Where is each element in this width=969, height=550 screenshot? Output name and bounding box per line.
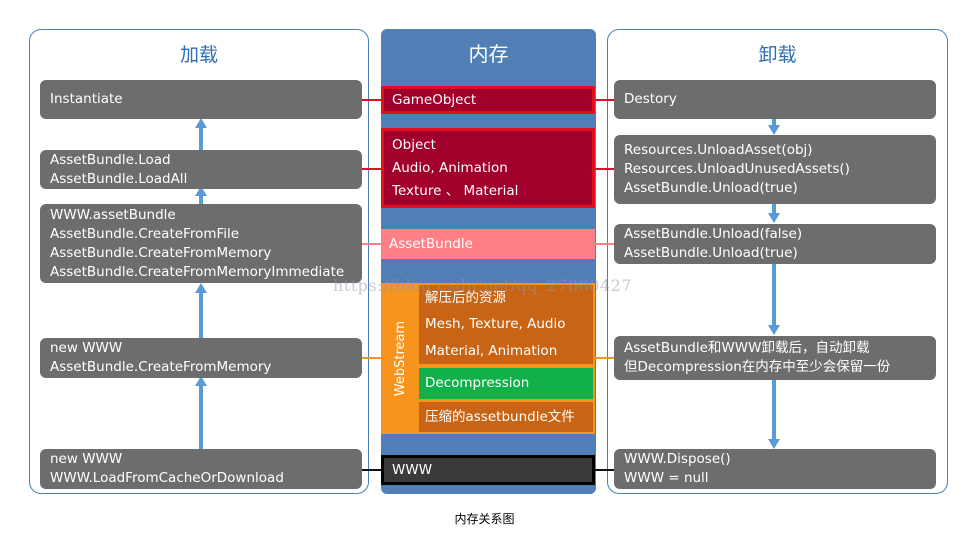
new-www-memory-box: new WWW AssetBundle.CreateFromMemory bbox=[40, 338, 362, 378]
auto-unload-box: AssetBundle和WWW卸载后，自动卸载但Decompression在内存… bbox=[614, 336, 936, 380]
assetbundle-memory-box: AssetBundle bbox=[381, 229, 595, 259]
watermark: https://blog.csdn.net/qq_27880427 bbox=[333, 276, 632, 295]
box-line: 解压后的资源 bbox=[425, 290, 506, 307]
box-line: Resources.UnloadUnusedAssets() bbox=[624, 161, 850, 177]
box-line: AssetBundle.Unload(false) bbox=[624, 226, 803, 242]
box-line: Mesh, Texture, Audio bbox=[425, 316, 566, 333]
new-www-cache-box: new WWW WWW.LoadFromCacheOrDownload bbox=[40, 449, 362, 489]
box-line: AssetBundle.CreateFromMemory bbox=[50, 359, 272, 375]
box-line: Texture 、 Material bbox=[392, 183, 519, 200]
box-line: AssetBundle.LoadAll bbox=[50, 170, 188, 187]
assetbundle-unload-box: AssetBundle.Unload(false) AssetBundle.Unl… bbox=[614, 224, 936, 264]
box-line: 但Decompression在内存中至少会保留一份 bbox=[624, 359, 891, 375]
instantiate-box: Instantiate bbox=[40, 80, 362, 119]
box-line: AssetBundle.CreateFromMemory bbox=[50, 244, 272, 261]
box-line: Object bbox=[392, 136, 436, 153]
box-line: AssetBundle.CreateFromFile bbox=[50, 225, 240, 242]
memory-title: 内存 bbox=[468, 42, 509, 66]
unload-title: 卸载 bbox=[758, 44, 797, 66]
www-dispose-box: WWW.Dispose() WWW = null bbox=[614, 449, 936, 489]
box-line: new WWW bbox=[50, 340, 123, 356]
horizontal-links bbox=[362, 99, 614, 471]
box-line: WWW.Dispose() bbox=[624, 451, 731, 467]
box-line: AssetBundle.Unload(true) bbox=[624, 180, 798, 196]
box-line: new WWW bbox=[50, 451, 123, 467]
box-line: AssetBundle.CreateFromMemoryImmediate bbox=[50, 263, 345, 280]
box-line: WWW = null bbox=[624, 470, 709, 486]
decompression-box: Decompression bbox=[419, 368, 593, 399]
figure-caption: 内存关系图 bbox=[454, 512, 515, 526]
box-line: Instantiate bbox=[50, 91, 123, 107]
unload-arrowheads bbox=[768, 125, 780, 449]
box-line: AssetBundle和WWW卸载后，自动卸载 bbox=[624, 340, 870, 356]
resources-unload-box: Resources.UnloadAsset(obj) Resources.Unlo… bbox=[614, 135, 936, 204]
compressed-bundle-box: 压缩的assetbundle文件 bbox=[419, 402, 593, 432]
box-line: WWW.LoadFromCacheOrDownload bbox=[50, 470, 284, 486]
webstream-label: WebStream bbox=[393, 320, 409, 397]
load-arrowheads bbox=[195, 118, 207, 386]
box-line: Material, Animation bbox=[425, 342, 558, 359]
box-line: WWW.assetBundle bbox=[50, 206, 176, 223]
box-line: Destory bbox=[624, 91, 677, 107]
gameobject-box: GameObject bbox=[381, 86, 595, 114]
box-line: Audio, Animation bbox=[392, 159, 508, 176]
load-title: 加载 bbox=[179, 44, 218, 66]
destroy-box: Destory bbox=[614, 80, 936, 119]
box-line: AssetBundle.Load bbox=[50, 151, 171, 168]
www-memory-box: WWW bbox=[381, 455, 595, 485]
box-line: Resources.UnloadAsset(obj) bbox=[624, 142, 813, 158]
box-line: AssetBundle.Unload(true) bbox=[624, 245, 798, 261]
